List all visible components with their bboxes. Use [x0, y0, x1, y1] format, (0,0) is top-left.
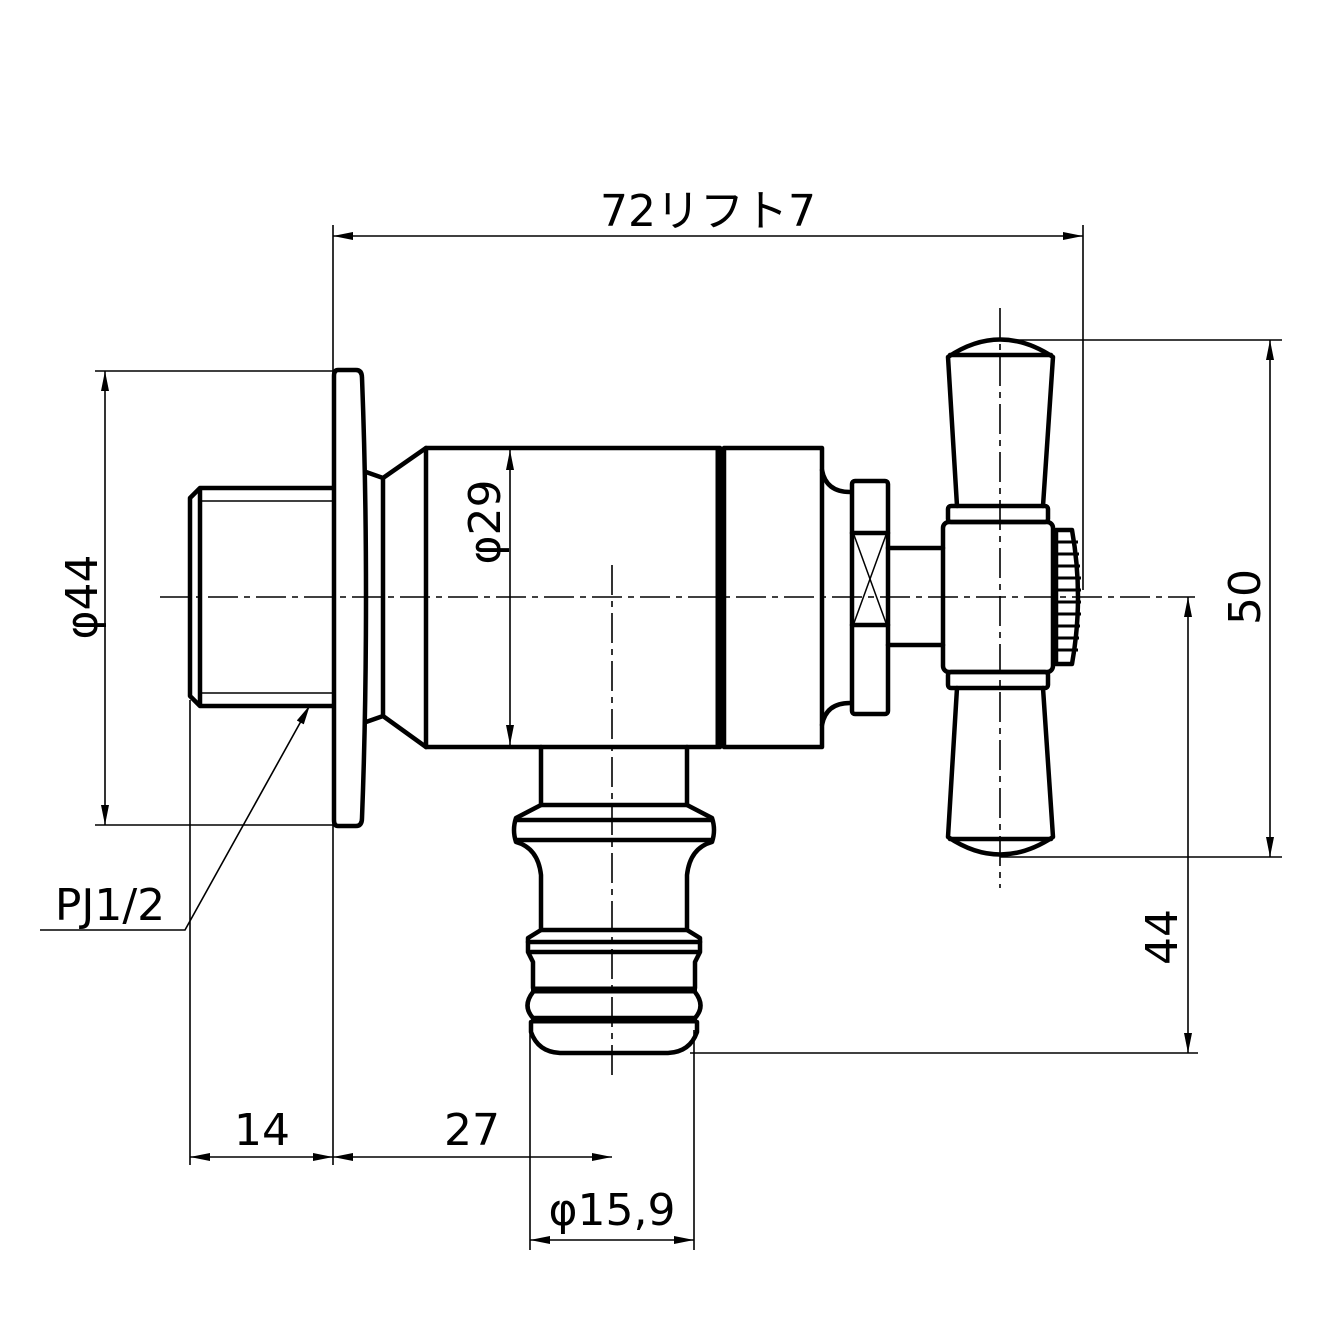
hose-spout	[511, 744, 717, 1056]
extension-lines	[95, 225, 1282, 1250]
body-neck	[363, 445, 429, 750]
flange-diameter-label: φ44	[57, 554, 108, 639]
dimension-labels: 72リフト7 φ44 φ29 50 44 14 27 φ15,9 PJ1/2	[55, 186, 1271, 1236]
valve-stem	[885, 545, 946, 648]
thread-spec-label: PJ1/2	[55, 880, 165, 931]
overall-length-label: 72リフト7	[600, 186, 816, 237]
threaded-inlet	[187, 485, 336, 709]
spout-drop-label: 44	[1137, 909, 1188, 965]
centerlines	[160, 308, 1195, 1075]
cross-handle	[940, 337, 1081, 857]
knurl-lines	[1056, 540, 1081, 652]
dimension-lines	[40, 232, 1274, 1244]
spout-diameter-label: φ15,9	[549, 1185, 676, 1236]
hex-nut	[849, 478, 891, 717]
valve-body	[423, 445, 853, 750]
wall-flange	[331, 367, 369, 829]
thread-leader-line	[40, 704, 311, 931]
thread-length-label: 14	[234, 1105, 290, 1156]
body-diameter-label: φ29	[460, 479, 511, 564]
handle-height-label: 50	[1220, 569, 1271, 625]
spout-offset-label: 27	[444, 1105, 500, 1156]
